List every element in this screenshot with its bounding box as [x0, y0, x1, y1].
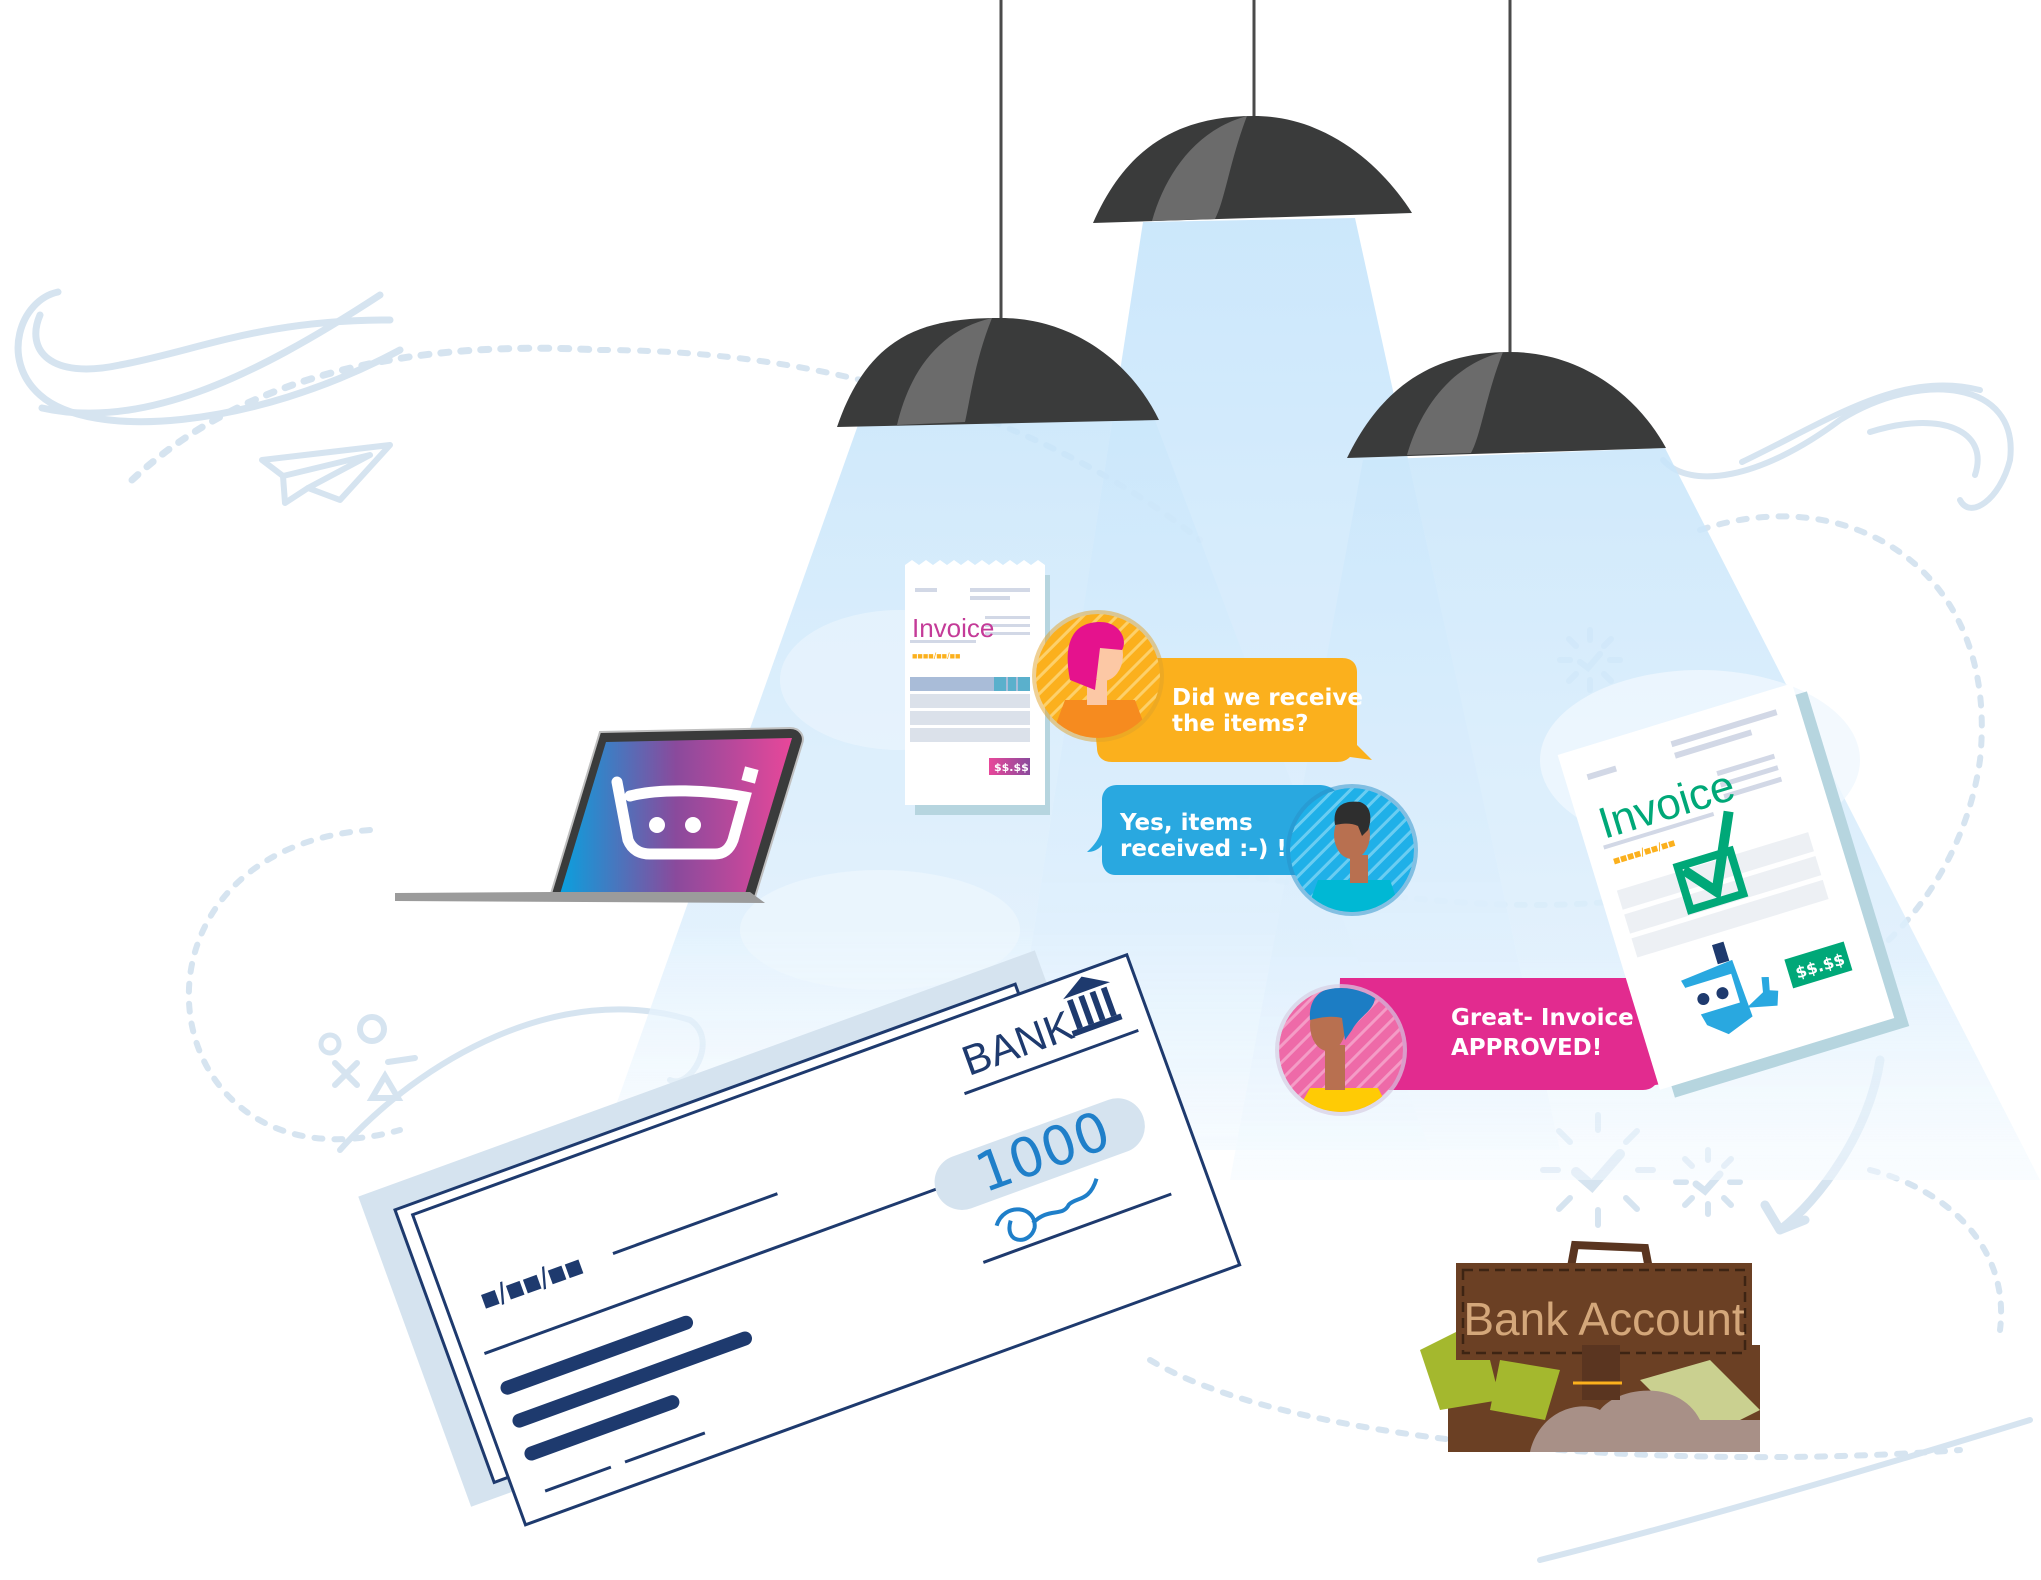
basket-eye-icon: [685, 817, 701, 833]
lamp-right-icon: [1347, 0, 1666, 458]
invoice-right: Invoice ■■■■/■■/■■ $$.$$: [1557, 683, 1910, 1098]
chat-bubble-1: Did we receive the items?: [1032, 610, 1372, 762]
chat-message-2-line1: Yes, items: [1119, 810, 1253, 836]
dotted-path-big-loop: [185, 513, 1985, 1143]
woman-blue-hair-avatar: [1279, 988, 1403, 1112]
invoice-date-mask: ■■■■/■■/■■: [912, 651, 961, 661]
lamp-left-icon: [837, 0, 1159, 427]
shopping-basket-face-icon: [611, 776, 752, 860]
robot-thumbs-up-icon: [1681, 941, 1779, 1035]
woman-pink-hair-avatar: [1036, 614, 1160, 738]
pendant-lamps: [837, 0, 1666, 458]
dotted-path-top: [128, 344, 604, 484]
dotted-path-right-down: [1867, 1167, 2005, 1333]
wind-swirl-right-icon: [1660, 382, 2014, 511]
chat-message-1-line1: Did we receive: [1172, 685, 1363, 711]
chat-message-2-line2: received :-) !: [1120, 836, 1287, 862]
chat-message-3-line1: Great- Invoice: [1451, 1005, 1634, 1031]
laptop: [395, 726, 804, 903]
chat-bubble-2: Yes, items received :-) !: [1087, 784, 1418, 916]
invoice-table: [910, 677, 1030, 742]
paper-plane-icon: [259, 442, 393, 506]
background-doodles: [14, 288, 2033, 1563]
math-symbols-icon: [332, 1014, 418, 1101]
gear-doodle-icon: [318, 1032, 342, 1056]
man-dark-hair-avatar: [1290, 788, 1414, 912]
lamp-center-icon: [1093, 0, 1412, 223]
wind-swirl-left-icon: [14, 288, 404, 426]
signature-icon: [994, 1177, 1099, 1242]
bank-account-label: Bank Account: [1463, 1293, 1745, 1345]
invoice-left: Invoice ■■■■/■■/■■ $$.$$: [905, 560, 1050, 815]
invoice-title: Invoice: [912, 613, 994, 643]
dotted-path-bottom: [1147, 1357, 1963, 1461]
chat-bubble-3: Great- Invoice APPROVED!: [1275, 978, 1677, 1116]
chat-message-3-line2: APPROVED!: [1451, 1035, 1602, 1061]
chat-message-1-line2: the items?: [1172, 711, 1308, 737]
invoice-total: $$.$$: [994, 761, 1029, 774]
bank-building-icon: [1063, 976, 1123, 1037]
bank-account-briefcase: Bank Account: [1420, 1240, 1760, 1452]
cheque-front: BANK ■/■■/■■ 1000: [410, 952, 1242, 1527]
checkmark-icon: [1672, 810, 1749, 915]
basket-eye-icon: [649, 817, 665, 833]
